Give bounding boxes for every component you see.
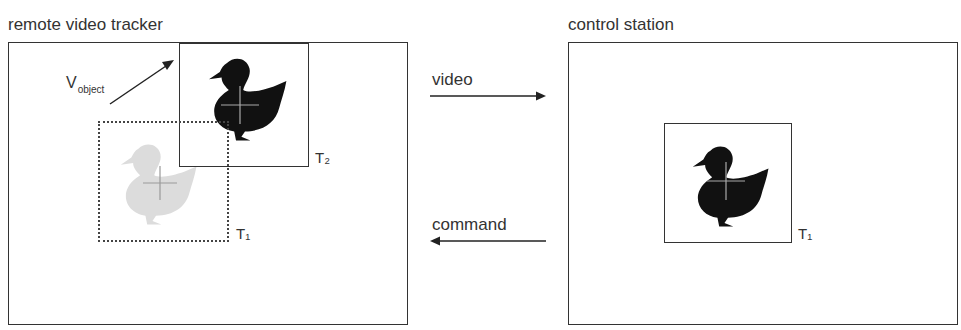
track-window: T₁ <box>664 123 792 243</box>
window-label: T₂ <box>315 150 330 167</box>
previous-track-window: T₁ <box>98 121 229 242</box>
signal-label: command <box>430 216 509 235</box>
duck-previous <box>121 145 197 225</box>
signal-arrow <box>430 237 546 246</box>
signal-arrow <box>430 92 546 101</box>
duck-displayed <box>693 147 769 227</box>
crosshair <box>221 86 259 124</box>
window-label: T₁ <box>236 226 250 243</box>
panel-title: remote video tracker <box>8 16 163 35</box>
window-label: T₁ <box>798 226 812 243</box>
velocity-subscript: object <box>78 84 105 95</box>
panel-title: control station <box>568 16 674 35</box>
duck-current <box>209 59 286 141</box>
track-window: T₂ <box>179 43 309 167</box>
velocity-symbol: V <box>66 74 77 92</box>
control-panel: control stationT₁ <box>568 42 958 325</box>
velocity-arrow <box>110 60 174 104</box>
crosshair <box>143 166 177 200</box>
signal-label: video <box>430 71 475 90</box>
crosshair <box>707 162 745 200</box>
